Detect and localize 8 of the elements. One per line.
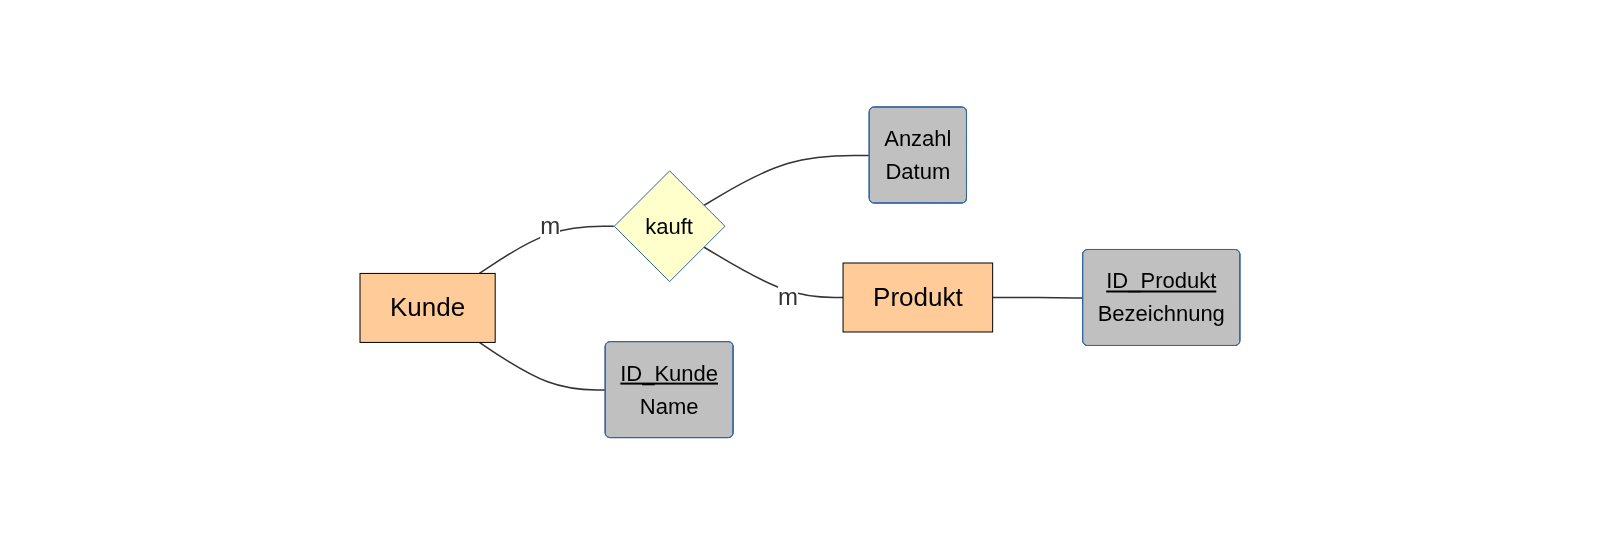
node-box: Kunde	[359, 272, 496, 343]
connector	[702, 154, 870, 206]
connector	[991, 296, 1084, 299]
connector	[478, 341, 606, 391]
node-diamond: kauft	[613, 170, 726, 282]
edge-label: m	[777, 283, 798, 311]
node-box: Produkt	[842, 262, 993, 333]
edge-label: m	[539, 211, 560, 239]
